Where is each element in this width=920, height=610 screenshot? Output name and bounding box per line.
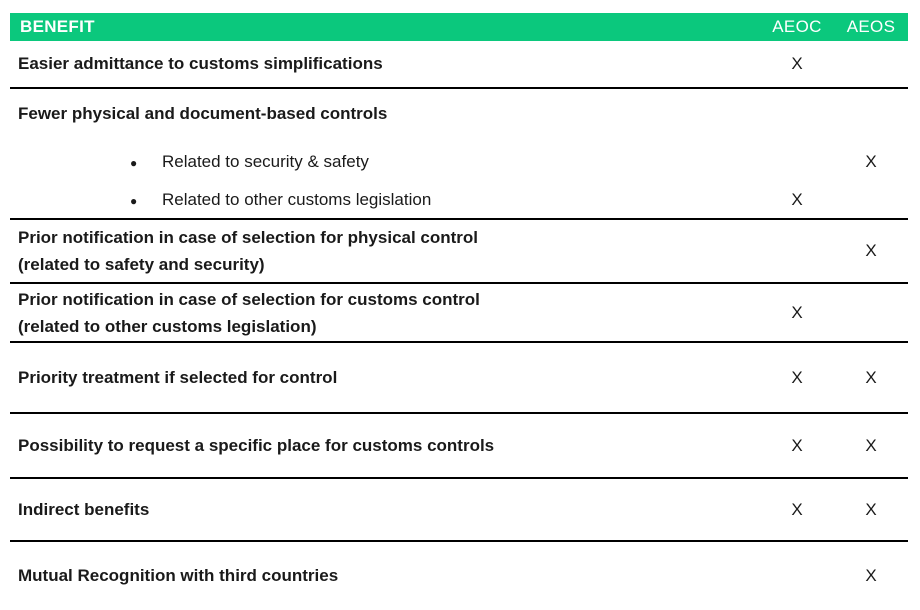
aeoc-mark: X [791, 54, 803, 73]
benefit-label: Indirect benefits [18, 499, 150, 519]
aeoc-mark: X [791, 435, 803, 455]
aeos-mark: X [865, 367, 877, 387]
aeoc-mark: X [791, 190, 803, 209]
benefit-label-line2: (related to other customs legislation) [18, 316, 317, 336]
benefit-label: Possibility to request a specific place … [18, 435, 495, 455]
benefit-label: Fewer physical and document-based contro… [18, 104, 388, 123]
table-row: Prior notification in case of selection … [10, 220, 908, 284]
benefit-label-line1: Prior notification in case of selection … [18, 228, 479, 247]
benefit-label-line2: (related to safety and security) [18, 255, 265, 274]
table-row-group: Fewer physical and document-based contro… [10, 89, 908, 220]
benefit-sublabel: Related to security & safety [161, 152, 369, 171]
aeos-mark: X [865, 499, 877, 519]
bullet-icon: ● [130, 155, 138, 170]
benefit-sublabel: Related to other customs legislation [161, 190, 432, 209]
table-subrow: ● Related to other customs legislation X [10, 181, 908, 219]
aeoc-mark: X [791, 367, 803, 387]
aeos-mark: X [865, 152, 877, 171]
header-aeos: AEOS [846, 17, 896, 36]
header-aeoc: AEOC [772, 17, 822, 36]
benefit-sublabel-wrap: ● Related to security & safety [10, 152, 760, 172]
table-row: Mutual Recognition with third countries … [10, 542, 908, 610]
table-row: Easier admittance to customs simplificat… [10, 41, 908, 89]
aeoc-mark: X [791, 499, 803, 519]
bullet-icon: ● [130, 193, 138, 208]
aeos-mark: X [865, 241, 877, 260]
benefit-label-line1: Prior notification in case of selection … [18, 289, 480, 309]
aeos-mark: X [865, 566, 877, 585]
benefit-label: Priority treatment if selected for contr… [18, 367, 338, 387]
benefit-label: Prior notification in case of selection … [10, 286, 760, 340]
aeo-benefits-table: BENEFIT AEOC AEOS Easier admittance to c… [10, 13, 908, 610]
benefit-label: Prior notification in case of selection … [10, 224, 760, 278]
table-row: Priority treatment if selected for contr… [10, 343, 908, 414]
aeos-mark: X [865, 435, 877, 455]
benefit-label: Easier admittance to customs simplificat… [18, 54, 383, 73]
aeoc-mark: X [791, 302, 803, 322]
benefit-sublabel-wrap: ● Related to other customs legislation [10, 190, 760, 210]
table-row: Prior notification in case of selection … [10, 284, 908, 343]
benefit-label: Mutual Recognition with third countries [18, 566, 339, 585]
table-subrow: ● Related to security & safety X [10, 143, 908, 181]
table-row: Possibility to request a specific place … [10, 414, 908, 479]
table-header-row: BENEFIT AEOC AEOS [10, 13, 908, 41]
header-benefit: BENEFIT [20, 17, 95, 36]
table-row: Indirect benefits X X [10, 479, 908, 542]
